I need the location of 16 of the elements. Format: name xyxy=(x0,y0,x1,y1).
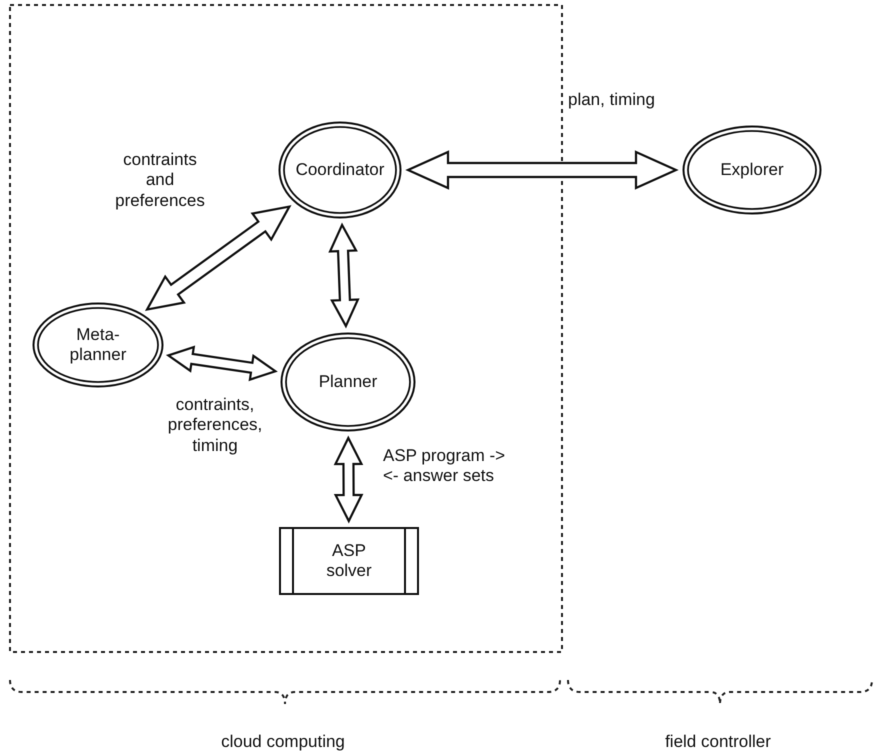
region-label: field controller xyxy=(664,732,772,752)
edge-label: contraints, preferences, timing xyxy=(166,395,264,456)
double-block-arrow xyxy=(144,205,292,312)
node-label: ASP solver xyxy=(325,540,373,582)
node-label: Coordinator xyxy=(296,160,384,180)
region-label: cloud computing xyxy=(220,732,346,752)
edge-label: plan, timing xyxy=(568,90,656,110)
edge-label: contraints and preferences xyxy=(114,150,206,212)
node-label: Planner xyxy=(318,372,378,392)
double-block-arrow xyxy=(328,222,360,328)
node-label: Explorer xyxy=(720,160,784,180)
double-block-arrow xyxy=(334,436,364,524)
double-block-arrow xyxy=(405,150,679,190)
double-block-arrow xyxy=(166,345,278,382)
edge-label: ASP program -> <- answer sets xyxy=(383,446,506,487)
node-label: Meta- planner xyxy=(68,324,128,366)
